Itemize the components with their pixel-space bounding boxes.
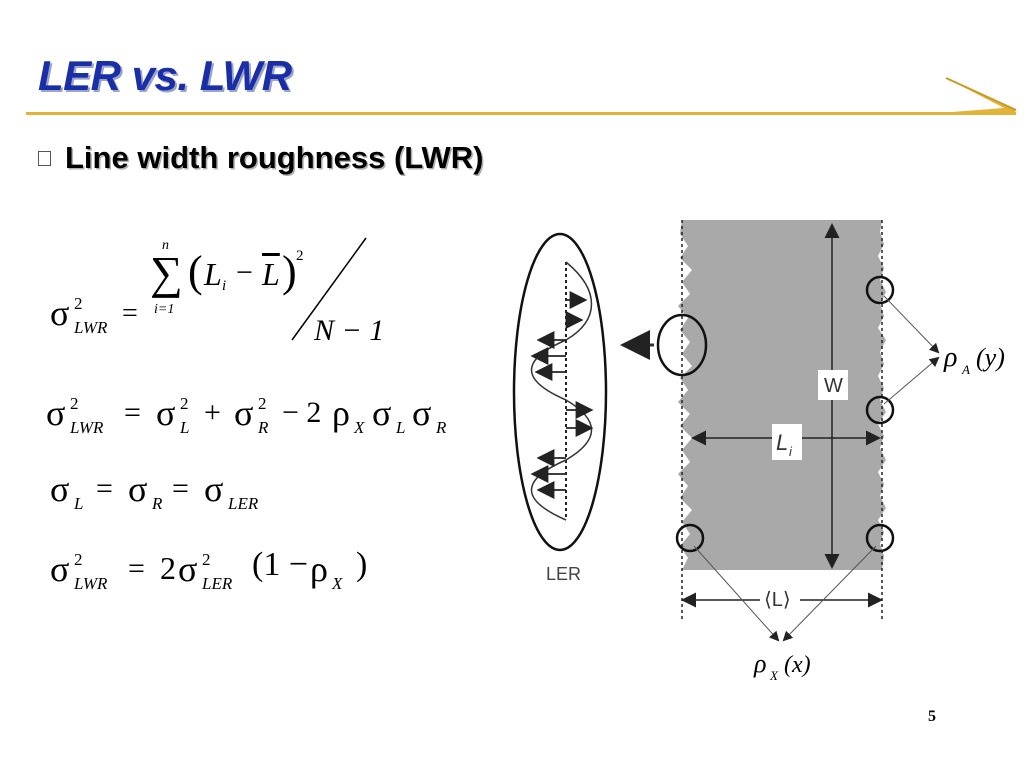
rho-a-sub: A [961, 362, 970, 377]
eq2-sub-x: X [354, 418, 365, 437]
w-label: W [824, 375, 843, 397]
eq4-rho: ρ [310, 549, 328, 589]
eq1-sub-lwr: LWR [74, 318, 108, 337]
eq1-num-sup: 2 [296, 248, 304, 264]
circle-right-top [865, 275, 895, 305]
eq4-sub-ler: LER [202, 574, 233, 593]
bullet-square-icon [38, 150, 51, 166]
eq3-sigma2: σ [128, 469, 148, 509]
eq2-sigma1: σ [46, 393, 66, 433]
rho-a-line-top [883, 295, 940, 354]
circle-right-middle [865, 395, 895, 425]
roughness-diagram: W L i ⟨L⟩ ρ A (y) ρ X (x) LER [512, 220, 1005, 683]
rough-line-body [678, 220, 886, 570]
eq2-sub-lwr: LWR [70, 418, 104, 437]
eq1-sum-sign: ∑ [150, 247, 183, 298]
eq1-sigma: σ [50, 293, 70, 333]
eq2-sup2: 2 [180, 394, 189, 413]
eq1-paren-right: ) [282, 247, 297, 296]
eq4-sup1: 2 [74, 550, 83, 569]
title-underline [26, 112, 1016, 115]
rho-a-label: ρ [943, 342, 957, 373]
eq2-sup1: 2 [70, 394, 79, 413]
eq3-sigma1: σ [50, 469, 70, 509]
rho-x-sub: X [769, 668, 779, 683]
eq3-equals1: = [96, 472, 113, 505]
eq1-paren-left: ( [188, 247, 203, 296]
eq3-sub-l: L [74, 494, 84, 513]
li-label-sub: i [789, 444, 793, 459]
eq1-Li: L [204, 256, 222, 292]
eq2-sigma2: σ [156, 393, 176, 433]
eq2-sub-r: R [258, 418, 269, 437]
eq1-Li-sub: i [222, 278, 227, 294]
rho-x-line-left [693, 545, 780, 642]
eq2-sup3: 2 [258, 394, 267, 413]
eq2-rho: ρ [332, 393, 350, 433]
bullet-item: Line width roughness (LWR) [38, 140, 483, 176]
eq4-sigma2: σ [178, 549, 198, 589]
eq1-sup2: 2 [74, 294, 83, 313]
slide-title: LER vs. LWR [38, 52, 292, 99]
page-number: 5 [928, 708, 936, 725]
eq1-denominator: N − 1 [314, 314, 385, 347]
eq4-sigma1: σ [50, 549, 70, 589]
eq1-sum-bottom: i=1 [154, 302, 175, 317]
eq1-Lbar: L [262, 256, 280, 292]
circle-left-bottom [675, 523, 705, 553]
eq2-minus-two: − 2 [282, 396, 322, 429]
eq1-sum-top: n [162, 238, 169, 253]
circle-left-zoom [656, 313, 708, 377]
eq4-paren-one: (1 − [252, 546, 308, 583]
eq1-equals: = [122, 298, 138, 329]
eq2-sub-l2: L [396, 418, 406, 437]
eq4-equals: = [128, 552, 145, 585]
eq2-plus: + [204, 396, 221, 429]
eq4-paren-close: ) [356, 546, 368, 583]
mean-width-label-box [760, 586, 800, 612]
eq2-sigma5: σ [412, 393, 432, 433]
circle-right-bottom [865, 523, 895, 553]
bullet-text: Line width roughness (LWR) [65, 140, 484, 175]
rho-x-arg: (x) [784, 652, 811, 678]
li-label-box [772, 424, 802, 460]
eq3-equals2: = [172, 472, 189, 505]
rho-a-line-bottom [883, 356, 940, 405]
ler-deviation-arrows [530, 291, 594, 499]
eq3-sigma3: σ [204, 469, 224, 509]
eq3-sub-ler: LER [228, 494, 259, 513]
eq4-two: 2 [160, 550, 176, 586]
eq1-minus: − [236, 256, 253, 289]
corner-swoosh-decoration [945, 77, 1017, 114]
rho-a-arg: (y) [976, 343, 1005, 372]
eq4-sub-x: X [332, 574, 343, 593]
ler-inset-ellipse [512, 232, 608, 552]
eq1-fraction-slash [291, 237, 367, 341]
eq2-sub-l: L [180, 418, 190, 437]
li-label: L [776, 430, 788, 455]
w-label-box [818, 370, 848, 400]
eq4-sup2: 2 [202, 550, 211, 569]
ler-label: LER [546, 564, 581, 584]
rho-x-line-right [782, 545, 877, 642]
eq4-sub-lwr: LWR [74, 574, 108, 593]
eq2-sigma3: σ [234, 393, 254, 433]
eq2-equals: = [124, 396, 141, 429]
eq2-sigma4: σ [372, 393, 392, 433]
rho-x-label: ρ [753, 649, 766, 678]
eq2-sub-r2: R [436, 418, 447, 437]
eq3-sub-r: R [152, 494, 163, 513]
mean-width-label: ⟨L⟩ [764, 589, 791, 611]
